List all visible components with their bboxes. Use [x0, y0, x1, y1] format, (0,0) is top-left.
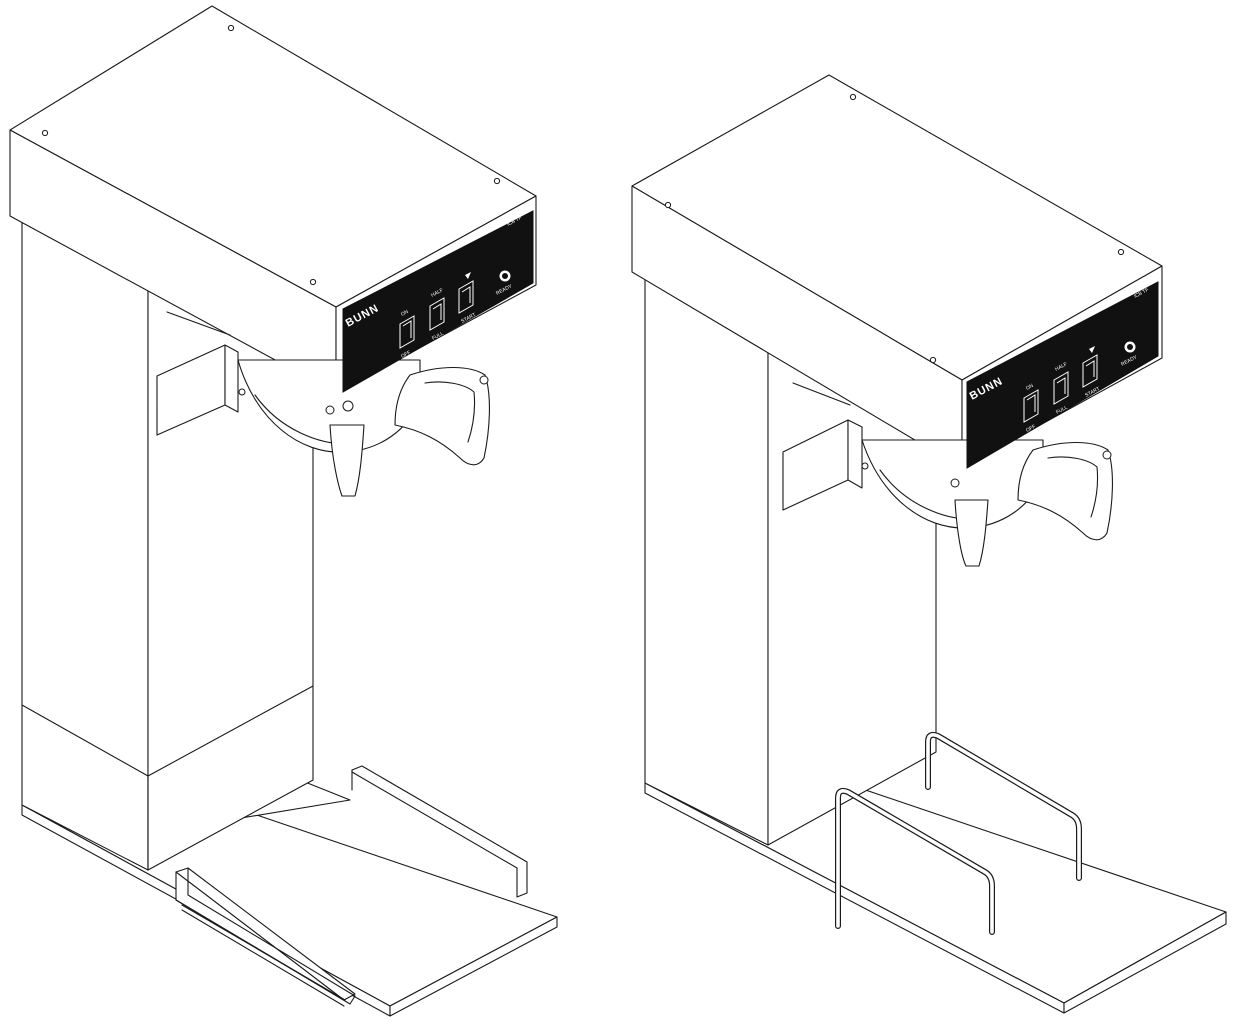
right-brew-arrow-icon: [1089, 346, 1095, 353]
left-batch-full-label: FULL: [431, 331, 445, 342]
left-batch-half-label: HALF: [430, 287, 444, 298]
right-control-panel: BUNN ICB TF ON OFF HALF FULL START: [966, 281, 1159, 469]
left-power-switch[interactable]: ON OFF: [399, 309, 415, 360]
left-power-off-label: OFF: [400, 350, 412, 360]
left-brew-arrow-icon: [465, 272, 471, 279]
right-brewer: BUNN ICB TF ON OFF HALF FULL START: [631, 74, 1227, 1014]
right-brew-funnel: [782, 382, 1113, 567]
right-batch-half-label: HALF: [1054, 361, 1068, 372]
left-batch-switch[interactable]: HALF FULL: [429, 287, 445, 342]
right-power-on-label: ON: [1025, 383, 1035, 392]
left-brew-funnel: [156, 311, 490, 497]
left-brewer: BUNN ICB TF ON OFF HALF FULL START: [9, 5, 558, 1017]
right-wire-rack: [835, 731, 1082, 935]
left-control-panel: BUNN ICB TF ON OFF HALF FULL START: [342, 210, 534, 393]
right-power-off-label: OFF: [1025, 424, 1037, 434]
right-batch-full-label: FULL: [1055, 405, 1069, 416]
right-batch-switch[interactable]: HALF FULL: [1053, 361, 1069, 416]
right-power-switch[interactable]: ON OFF: [1023, 383, 1039, 434]
left-power-on-label: ON: [400, 309, 410, 318]
